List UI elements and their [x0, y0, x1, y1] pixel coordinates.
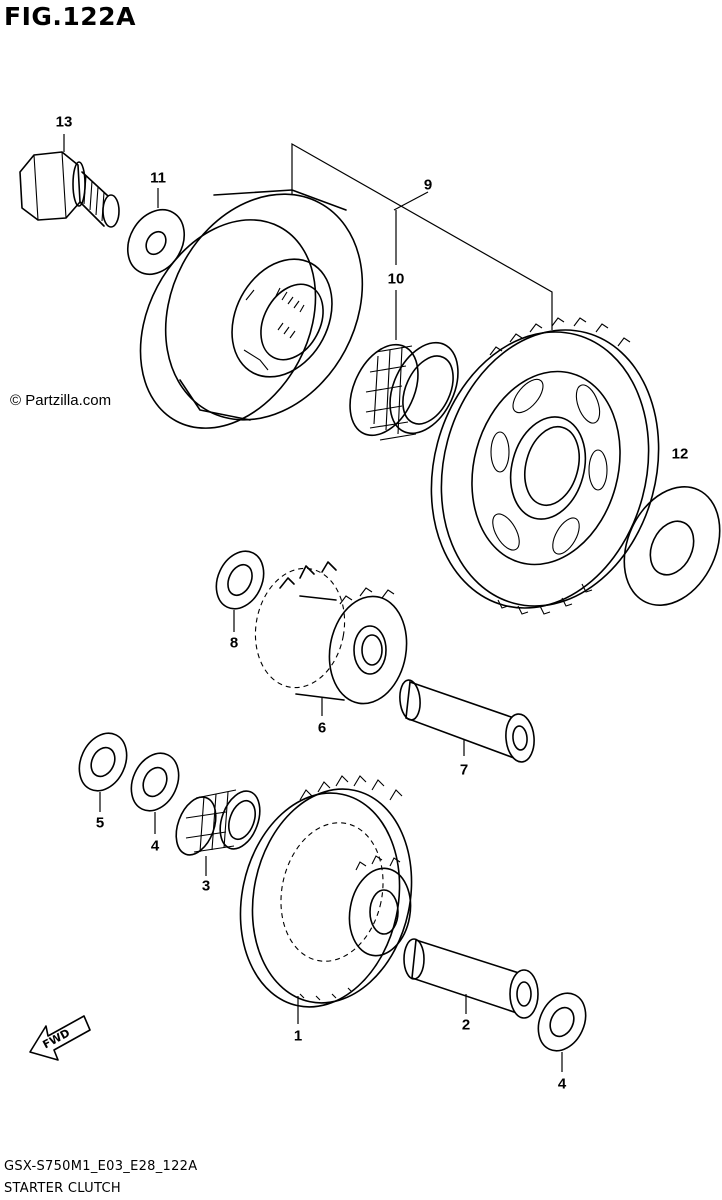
- callout-8[interactable]: 8: [229, 634, 239, 652]
- callout-4-lower[interactable]: 4: [557, 1075, 567, 1093]
- part-6-idle-gear[interactable]: [246, 561, 415, 710]
- callout-4-upper[interactable]: 4: [150, 837, 160, 855]
- part-5-washer[interactable]: [70, 726, 135, 799]
- part-13-bolt[interactable]: [19, 151, 120, 228]
- callout-13[interactable]: 13: [55, 113, 73, 131]
- starter-clutch-body[interactable]: [106, 160, 401, 459]
- assembly-9-bracket: [291, 142, 553, 330]
- diagram-code: GSX-S750M1_E03_E28_122A: [4, 1159, 198, 1174]
- part-12-washer[interactable]: [606, 471, 722, 621]
- figure-title: FIG.122A: [4, 2, 136, 31]
- starter-driven-gear[interactable]: [401, 305, 688, 632]
- diagram-name: STARTER CLUTCH: [4, 1181, 121, 1196]
- callout-1[interactable]: 1: [293, 1027, 303, 1045]
- callout-6[interactable]: 6: [317, 719, 327, 737]
- part-2-shaft[interactable]: [403, 938, 539, 1019]
- callout-3[interactable]: 3: [201, 877, 211, 895]
- fwd-arrow-icon: FWD: [29, 1015, 91, 1061]
- callout-12[interactable]: 12: [671, 445, 689, 463]
- part-4-washer-upper[interactable]: [122, 746, 187, 819]
- part-10-needle-bearing[interactable]: [337, 332, 472, 446]
- callout-10[interactable]: 10: [387, 270, 405, 288]
- part-3-needle-bearing[interactable]: [169, 786, 267, 861]
- part-7-shaft[interactable]: [398, 679, 536, 763]
- callout-11[interactable]: 11: [150, 169, 166, 187]
- copyright-notice: © Partzilla.com: [10, 392, 112, 409]
- callout-2[interactable]: 2: [461, 1016, 471, 1034]
- callout-5[interactable]: 5: [95, 814, 105, 832]
- callout-9[interactable]: 9: [423, 176, 433, 194]
- part-1-reduction-gear[interactable]: [221, 774, 430, 1022]
- part-4-washer-lower[interactable]: [529, 986, 594, 1059]
- callout-7[interactable]: 7: [459, 761, 469, 779]
- fwd-label: FWD: [41, 1026, 73, 1051]
- part-8-washer[interactable]: [207, 544, 272, 617]
- part-11-washer[interactable]: [116, 200, 195, 285]
